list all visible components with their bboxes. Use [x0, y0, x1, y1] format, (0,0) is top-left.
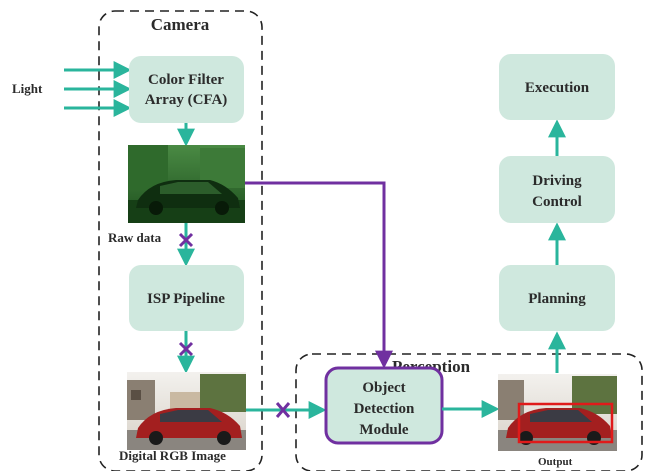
- isp-pipeline-box: [129, 265, 244, 331]
- execution-box: [499, 54, 615, 120]
- module-label-line3: Module: [359, 422, 409, 438]
- module-label-line1: Object: [362, 380, 405, 396]
- camera-container: [98, 10, 263, 471]
- execution-label: Execution: [525, 80, 590, 96]
- cfa-box: [129, 56, 244, 123]
- detection-bounding-box: [517, 402, 614, 444]
- blocked-x-rgb: [275, 402, 291, 418]
- camera-title: Camera: [151, 15, 210, 34]
- rgb-image: [127, 372, 246, 450]
- object-detection-module: [324, 366, 444, 445]
- module-label-line2: Detection: [354, 401, 415, 417]
- raw-data-label: Raw data: [108, 230, 162, 245]
- raw-data-image: [128, 145, 245, 223]
- rgb-image-label: Digital RGB Image: [119, 448, 226, 463]
- isp-pipeline-label: ISP Pipeline: [147, 291, 225, 307]
- output-label: Output: [538, 456, 573, 468]
- cfa-label-line2: Array (CFA): [145, 92, 228, 108]
- blocked-x-raw: [178, 232, 194, 248]
- blocked-x-isp: [178, 341, 194, 357]
- perception-container: [295, 353, 643, 471]
- driving-control-line2: Control: [532, 194, 582, 210]
- driving-control-box: [499, 156, 615, 223]
- raw-to-module-arrow: [245, 181, 393, 369]
- driving-control-line1: Driving: [532, 173, 582, 189]
- light-label: Light: [12, 81, 43, 96]
- cfa-label-line1: Color Filter: [148, 72, 224, 88]
- planning-label: Planning: [528, 291, 586, 307]
- planning-box: [499, 265, 615, 331]
- output-image: [498, 374, 617, 451]
